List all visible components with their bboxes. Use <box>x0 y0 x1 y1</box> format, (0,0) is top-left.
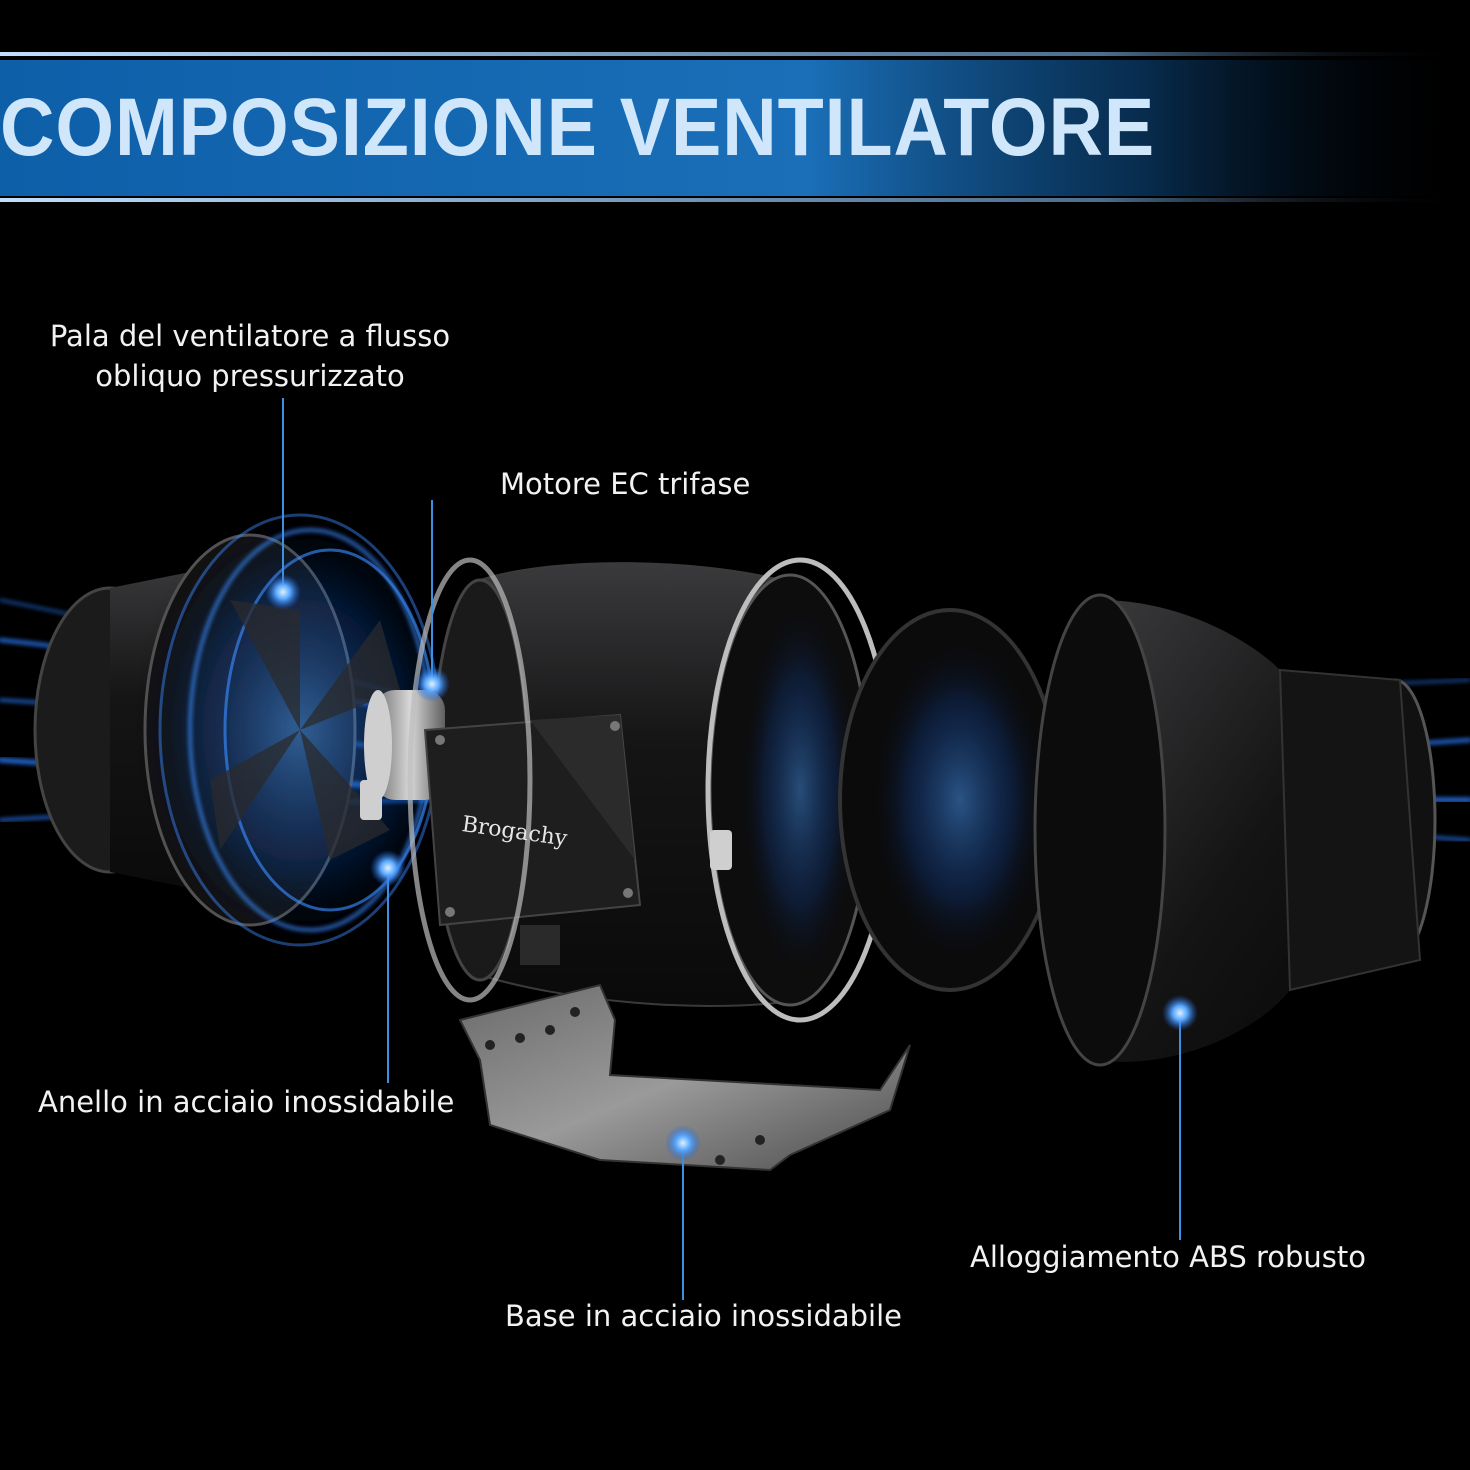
dot-housing <box>1162 995 1198 1031</box>
callout-blade: Pala del ventilatore a flusso obliquo pr… <box>40 316 460 396</box>
dot-base <box>665 1125 701 1161</box>
callout-dots <box>265 574 1198 1161</box>
callout-motor: Motore EC trifase <box>500 467 751 501</box>
title-banner <box>0 60 1470 196</box>
callout-blade-line2: obliquo pressurizzato <box>95 359 405 393</box>
coupling-ring <box>838 608 1062 992</box>
mounting-bracket <box>458 983 911 1172</box>
fan-blades <box>210 600 400 860</box>
callout-base: Base in acciaio inossidabile <box>505 1299 902 1333</box>
outlet-housing <box>1033 593 1437 1067</box>
ring-clamps <box>360 780 732 870</box>
callout-blade-line1: Pala del ventilatore a flusso <box>49 319 451 353</box>
dot-blade <box>265 574 301 610</box>
callout-housing: Alloggiamento ABS robusto <box>970 1240 1367 1274</box>
leader-lines <box>282 398 1181 1300</box>
dot-ring <box>370 850 406 886</box>
junction-box <box>423 713 642 965</box>
page-title: COMPOSIZIONE VENTILATORE <box>0 82 1156 173</box>
callout-ring: Anello in acciaio inossidabile <box>38 1085 455 1119</box>
banner-bottom-line <box>0 198 1470 202</box>
banner-top-line <box>0 52 1470 56</box>
dot-motor <box>414 666 450 702</box>
